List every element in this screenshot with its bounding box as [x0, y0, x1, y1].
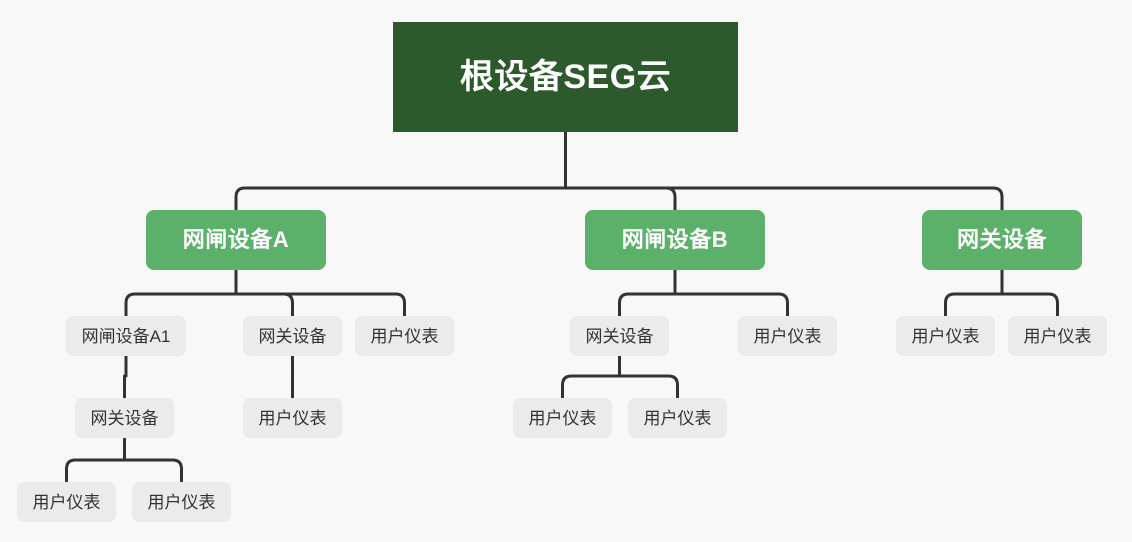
tree-node-n_c[interactable]: 网关设备: [922, 210, 1082, 270]
tree-node-label: 用户仪表: [32, 492, 101, 512]
tree-node-root[interactable]: 根设备SEG云: [393, 22, 738, 132]
tree-node-label: 用户仪表: [528, 408, 597, 428]
tree-node-label: 用户仪表: [1023, 326, 1092, 346]
tree-node-n_b1_2[interactable]: 用户仪表: [628, 398, 727, 438]
tree-node-label: 网闸设备A1: [81, 326, 171, 346]
tree-node-label: 根设备SEG云: [459, 58, 672, 96]
tree-node-n_b1[interactable]: 网关设备: [570, 316, 669, 356]
tree-node-label: 用户仪表: [643, 408, 712, 428]
connector-line: [618, 292, 677, 318]
connector-line: [618, 374, 679, 400]
connector-line: [234, 186, 567, 212]
tree-node-label: 网关设备: [585, 326, 654, 346]
tree-node-n_a2_1[interactable]: 用户仪表: [243, 398, 342, 438]
connector-line: [234, 292, 294, 318]
tree-node-label: 网闸设备B: [621, 227, 729, 252]
tree-node-n_a1_1_2[interactable]: 用户仪表: [132, 482, 231, 522]
connector-line: [944, 292, 1004, 318]
tree-node-n_a1_1_1[interactable]: 用户仪表: [17, 482, 116, 522]
tree-node-n_c1[interactable]: 用户仪表: [896, 316, 995, 356]
tree-node-label: 用户仪表: [147, 492, 216, 512]
tree-node-label: 网关设备: [258, 326, 327, 346]
tree-node-label: 网闸设备A: [182, 227, 290, 252]
tree-node-n_a3[interactable]: 用户仪表: [355, 316, 454, 356]
tree-node-n_a[interactable]: 网闸设备A: [146, 210, 326, 270]
connector-line: [1000, 292, 1059, 318]
tree-node-n_b1_1[interactable]: 用户仪表: [513, 398, 612, 438]
tree-node-label: 用户仪表: [370, 326, 439, 346]
tree-node-n_a1[interactable]: 网闸设备A1: [66, 316, 186, 356]
tree-node-n_c2[interactable]: 用户仪表: [1008, 316, 1107, 356]
connector-line: [673, 292, 789, 318]
tree-node-label: 用户仪表: [753, 326, 822, 346]
tree-node-label: 网关设备: [956, 227, 1047, 252]
connector-line: [234, 292, 406, 318]
tree-node-n_a1_1[interactable]: 网关设备: [75, 398, 174, 438]
connector-line: [564, 186, 1004, 212]
tree-node-n_b2[interactable]: 用户仪表: [738, 316, 837, 356]
connector-line: [561, 374, 621, 400]
tree-node-label: 网关设备: [90, 408, 159, 428]
connector-line: [123, 458, 183, 484]
tree-node-label: 用户仪表: [258, 408, 327, 428]
tree-node-label: 用户仪表: [911, 326, 980, 346]
connector-line: [564, 186, 677, 212]
connector-line: [65, 458, 126, 484]
connector-line: [124, 292, 238, 318]
tree-node-n_a2[interactable]: 网关设备: [243, 316, 342, 356]
tree-node-n_b[interactable]: 网闸设备B: [585, 210, 765, 270]
